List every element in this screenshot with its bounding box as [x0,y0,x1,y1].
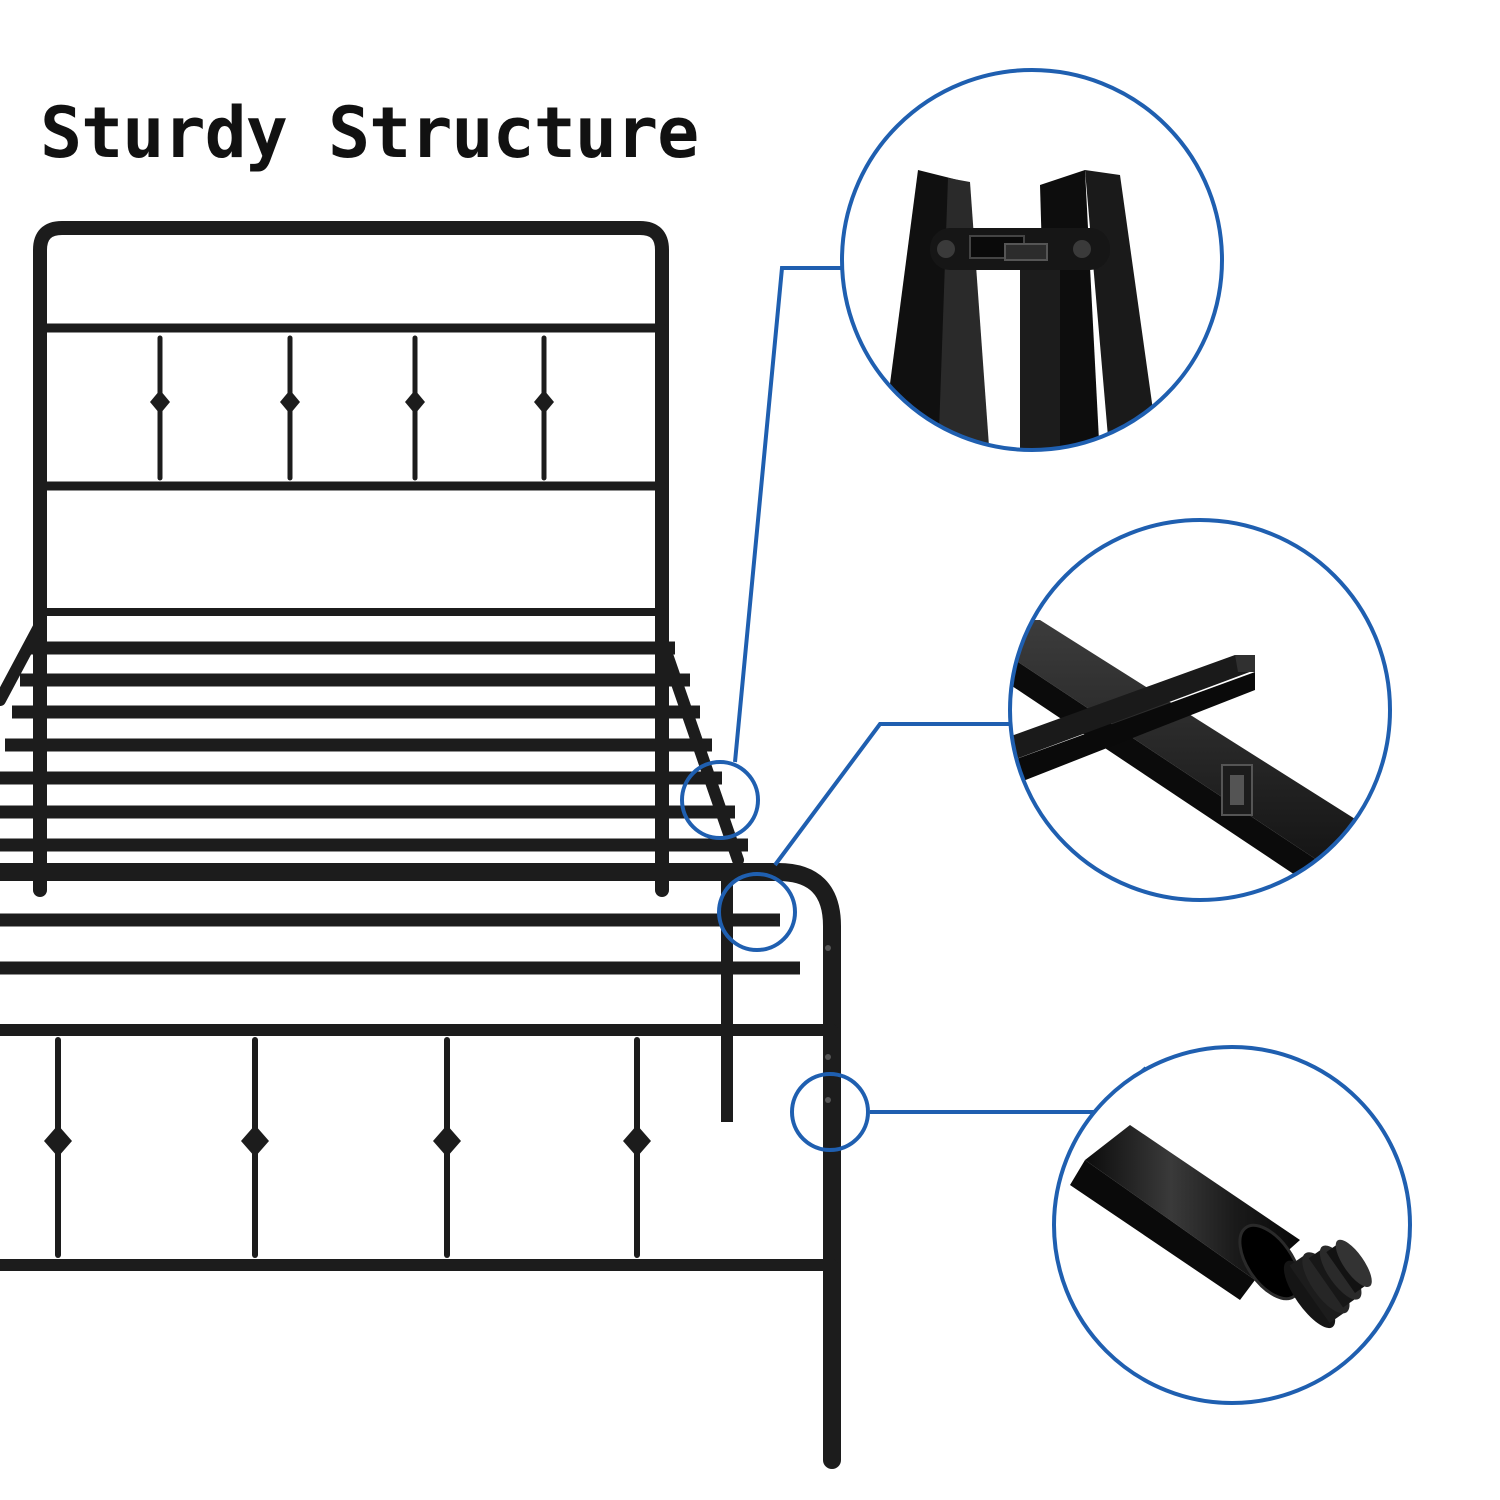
bed-frame [0,221,841,1469]
detail-ring-2 [1008,518,1392,902]
headboard-knots [150,390,554,414]
footboard-knots [44,1125,651,1157]
headline: Sturdy Structure [40,92,699,174]
footboard-spindles [55,1037,640,1258]
headboard-outer-tube [33,221,669,867]
detail-ring-3 [1052,1045,1412,1405]
detail-ring-1 [840,68,1224,452]
leg-bolt-holes [825,945,831,1103]
slats [0,641,800,975]
detail-hinge-joint [840,68,1224,452]
footboard-outer-tube [0,863,841,1469]
detail-leg-end-cap [1052,1045,1412,1405]
headboard-spindles [157,335,547,481]
detail-crossbar-joint [1008,518,1392,902]
callout-target-rings [680,760,870,1152]
left-side-rail [0,619,46,706]
